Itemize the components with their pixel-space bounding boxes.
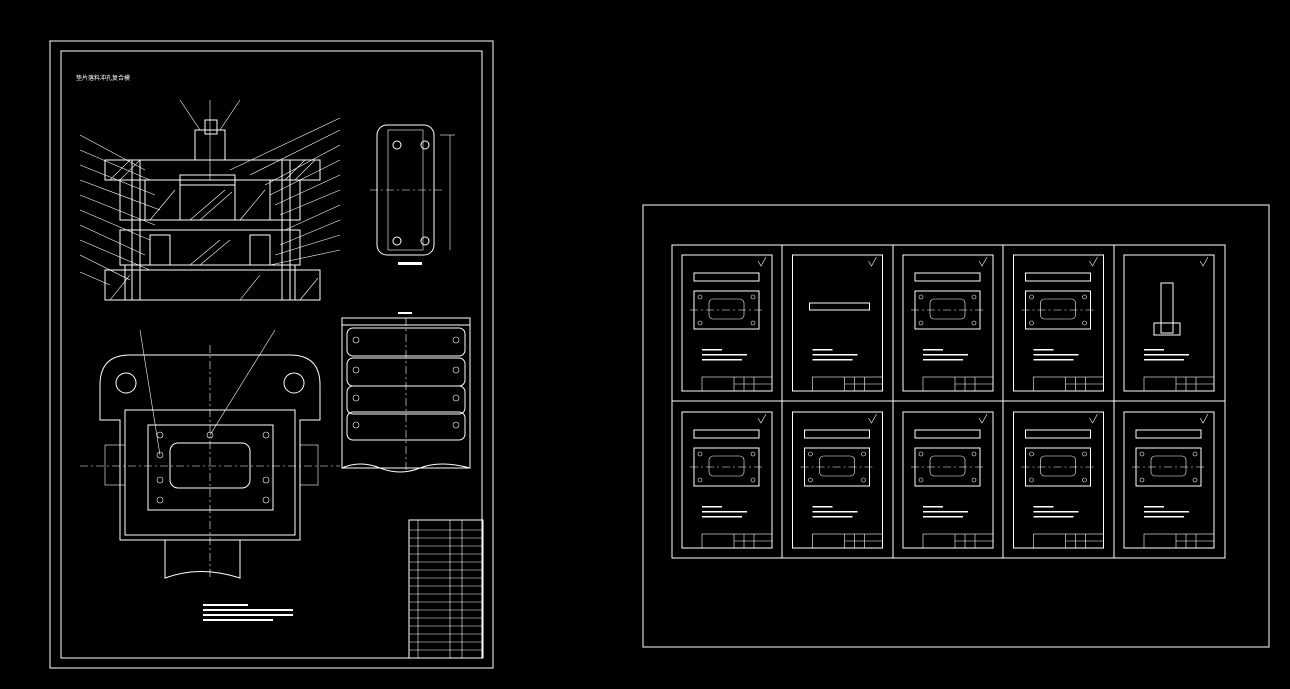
part-sheet: [792, 411, 883, 549]
sheet-outer-border: [49, 40, 494, 669]
lower-die-plan-view: [80, 329, 340, 580]
bill-of-materials: [408, 519, 484, 659]
sheet-inner-border: [60, 50, 483, 659]
strip-layout-view: [341, 312, 471, 473]
part-sheet: [792, 254, 883, 392]
assembly-title: 垫片落料冲孔复合模: [76, 74, 130, 82]
part-sheet: [1123, 411, 1215, 549]
technical-notes: [203, 604, 293, 621]
part-sheets: [681, 254, 1215, 549]
workpiece-view: [370, 124, 455, 265]
part-sheet: [1013, 411, 1104, 549]
part-sheet: [681, 411, 773, 549]
part-sheet: [681, 254, 773, 392]
assembly-sheet: 垫片落料冲孔复合模: [49, 40, 494, 669]
part-sheet: [1013, 254, 1104, 392]
part-sheet: [1123, 254, 1215, 392]
part-sheet: [902, 254, 994, 392]
assembly-section-view: [79, 99, 341, 301]
part-drawings-sheet: [642, 204, 1270, 648]
parts-sheet-border: [642, 204, 1270, 648]
part-sheet: [902, 411, 994, 549]
